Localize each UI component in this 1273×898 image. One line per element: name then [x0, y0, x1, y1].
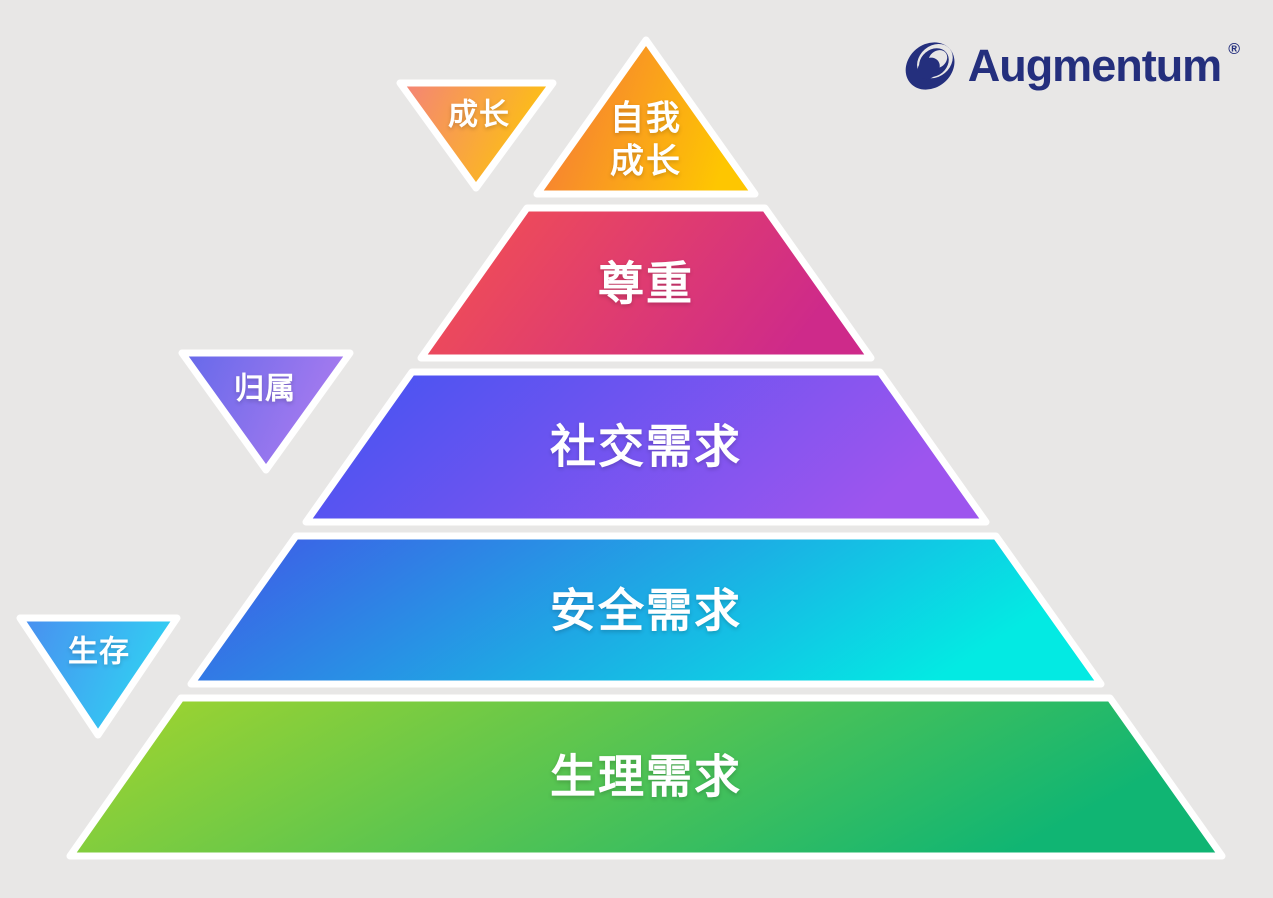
- pyramid-level-social: [302, 368, 990, 526]
- swirl-icon: [905, 42, 955, 90]
- brand-wordmark: Augmentum: [967, 39, 1222, 91]
- pyramid-level-physiological: [66, 694, 1226, 860]
- pyramid-level-esteem: [417, 204, 875, 362]
- pyramid-level-self-growth: [533, 36, 759, 198]
- marker-triangle-survival: [16, 614, 181, 739]
- marker-triangle-growth: [396, 79, 557, 192]
- marker-triangle-belonging: [178, 349, 354, 474]
- pyramid-level-safety: [187, 532, 1105, 688]
- registered-trademark-symbol: ®: [1228, 41, 1240, 58]
- brand-logo: Augmentum ®: [902, 36, 1240, 94]
